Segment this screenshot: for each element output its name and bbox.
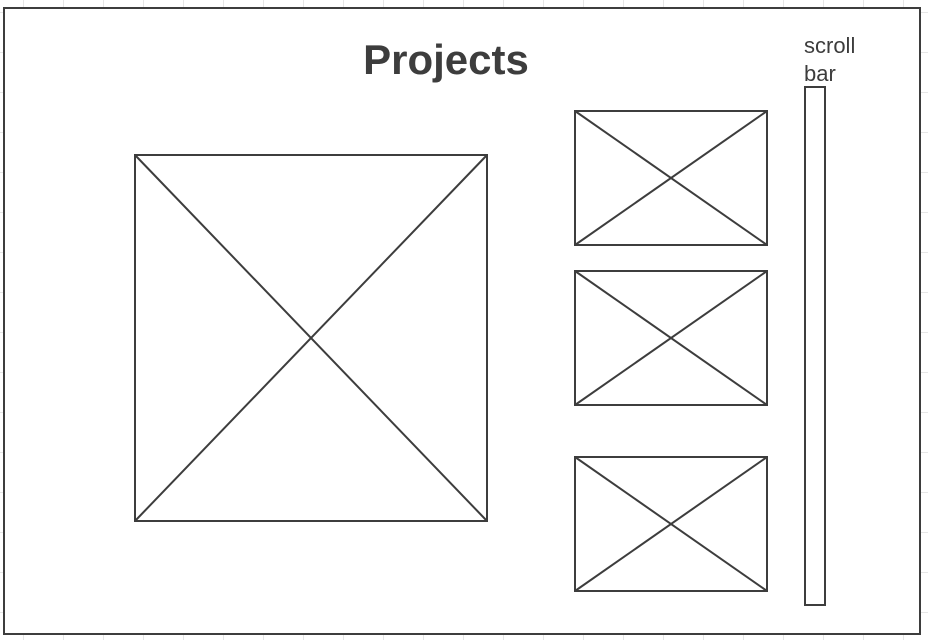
project-thumbnail-2[interactable]	[574, 270, 768, 406]
image-placeholder-icon	[134, 154, 488, 522]
image-placeholder-icon	[574, 110, 768, 246]
scrollbar-label-line-2: bar	[804, 61, 836, 86]
main-project-image-placeholder[interactable]	[134, 154, 488, 522]
scrollbar-label-line-1: scroll	[804, 33, 856, 58]
project-thumbnail-3[interactable]	[574, 456, 768, 592]
project-thumbnail-1[interactable]	[574, 110, 768, 246]
image-placeholder-icon	[574, 270, 768, 406]
scrollbar-label: scroll bar	[804, 32, 894, 88]
image-placeholder-icon	[574, 456, 768, 592]
scrollbar[interactable]	[804, 86, 826, 606]
page-title: Projects	[363, 36, 529, 83]
